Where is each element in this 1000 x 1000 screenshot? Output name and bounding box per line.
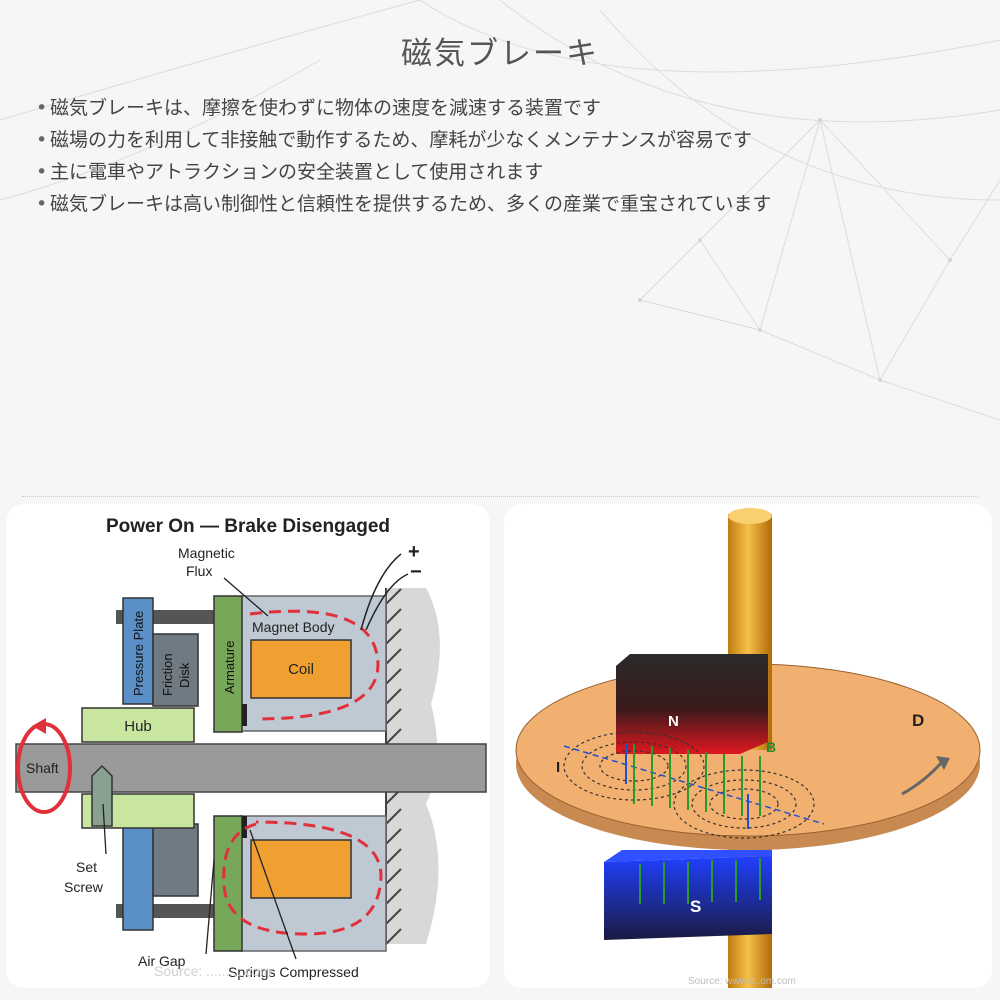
background-network-graphic xyxy=(0,0,1000,421)
lead-minus xyxy=(365,573,409,631)
friction-disk-bottom xyxy=(152,823,199,897)
bullet-text: 磁気ブレーキは高い制御性と信頼性を提供するため、多くの産業で重宝されています xyxy=(50,193,772,215)
set-screw-shape xyxy=(91,764,113,827)
label-springs-compressed: Springs Compressed xyxy=(228,964,359,980)
bullet-glyph: • xyxy=(36,129,48,151)
pressure-plate-top xyxy=(122,597,154,705)
label-magnet-body: Magnet Body xyxy=(252,619,335,635)
lead-plus xyxy=(360,553,402,631)
source-credit: Source: www.a..om.com xyxy=(688,976,796,987)
pressure-plate-bottom xyxy=(122,823,154,931)
label-magnetic-flux-2: Flux xyxy=(186,563,212,579)
label-pressure-plate: Pressure Plate xyxy=(131,611,146,696)
label-north: N xyxy=(668,713,679,730)
label-air-gap: Air Gap xyxy=(138,953,186,969)
rotation-arrowhead-icon xyxy=(32,718,46,734)
shaft-body xyxy=(15,743,487,793)
bullet-glyph: • xyxy=(36,97,48,119)
label-armature: Armature xyxy=(222,641,237,694)
label-friction-disk-1: Friction xyxy=(160,653,175,696)
north-magnet xyxy=(616,654,768,754)
field-arrows xyxy=(633,744,761,904)
bullet-glyph: • xyxy=(36,193,48,215)
diagram-heading: Power On — Brake Disengaged xyxy=(106,516,390,537)
watermark-text: Source: ..........com xyxy=(154,963,271,979)
coil-top xyxy=(250,639,352,699)
brake-cross-section-diagram: Power On — Brake Disengaged Magnetic Flu… xyxy=(15,516,487,980)
flux-loop-bottom xyxy=(222,820,383,936)
coil-bottom xyxy=(250,839,352,899)
label-magnetic-flux-1: Magnetic xyxy=(178,545,235,561)
bullet-item: •磁気ブレーキは高い制御性と信頼性を提供するため、多くの産業で重宝されています xyxy=(36,188,976,220)
label-coil: Coil xyxy=(288,661,314,678)
flux-loop-top xyxy=(249,609,380,721)
eddy-current-diagram: N S B I D Source: www.a..om.com xyxy=(515,508,981,988)
label-friction-disk-2: Disk xyxy=(177,662,192,688)
bullet-item: •主に電車やアトラクションの安全装置として使用されます xyxy=(36,156,976,188)
shaft-rod-cap xyxy=(728,508,772,524)
friction-disk-top xyxy=(152,633,199,707)
armature-bottom xyxy=(213,815,243,952)
bullet-list: •磁気ブレーキは、摩擦を使わずに物体の速度を減速する装置です •磁場の力を利用し… xyxy=(36,92,976,220)
label-set-screw-2: Screw xyxy=(64,879,104,895)
hub-top xyxy=(81,707,195,743)
current-path-line xyxy=(563,745,825,825)
south-magnet-top xyxy=(604,850,772,862)
label-minus: − xyxy=(410,561,422,583)
rotation-direction-icon xyxy=(901,760,944,796)
slide-title: 磁気ブレーキ xyxy=(401,36,599,72)
bullet-text: 主に電車やアトラクションの安全装置として使用されます xyxy=(50,161,544,183)
label-shaft: Shaft xyxy=(26,760,59,776)
bullet-text: 磁場の力を利用して非接触で動作するため、摩耗が少なくメンテナンスが容易です xyxy=(50,129,753,151)
spring-bottom xyxy=(242,816,247,838)
label-current: I xyxy=(556,759,560,776)
armature-top xyxy=(213,595,243,733)
label-direction: D xyxy=(912,711,924,730)
spring-top xyxy=(242,704,247,726)
eddy-current-panel: N S B I D Source: www.a..om.com xyxy=(504,504,992,988)
label-plus: + xyxy=(408,541,420,563)
bullet-text: 磁気ブレーキは、摩擦を使わずに物体の速度を減速する装置です xyxy=(50,97,602,119)
rotation-direction-arrowhead-icon xyxy=(936,756,950,770)
label-hub: Hub xyxy=(124,718,152,735)
eddy-force-arrows xyxy=(625,744,749,829)
label-b-field: B xyxy=(766,739,776,755)
eddy-current-loops xyxy=(563,731,815,839)
section-divider xyxy=(22,496,978,497)
bullet-glyph: • xyxy=(36,161,48,183)
bullet-item: •磁気ブレーキは、摩擦を使わずに物体の速度を減速する装置です xyxy=(36,92,976,124)
label-set-screw-1: Set xyxy=(76,859,97,875)
brake-cross-section-panel: Power On — Brake Disengaged Magnetic Flu… xyxy=(6,504,490,988)
bullet-item: •磁場の力を利用して非接触で動作するため、摩耗が少なくメンテナンスが容易です xyxy=(36,124,976,156)
label-south: S xyxy=(690,897,701,916)
